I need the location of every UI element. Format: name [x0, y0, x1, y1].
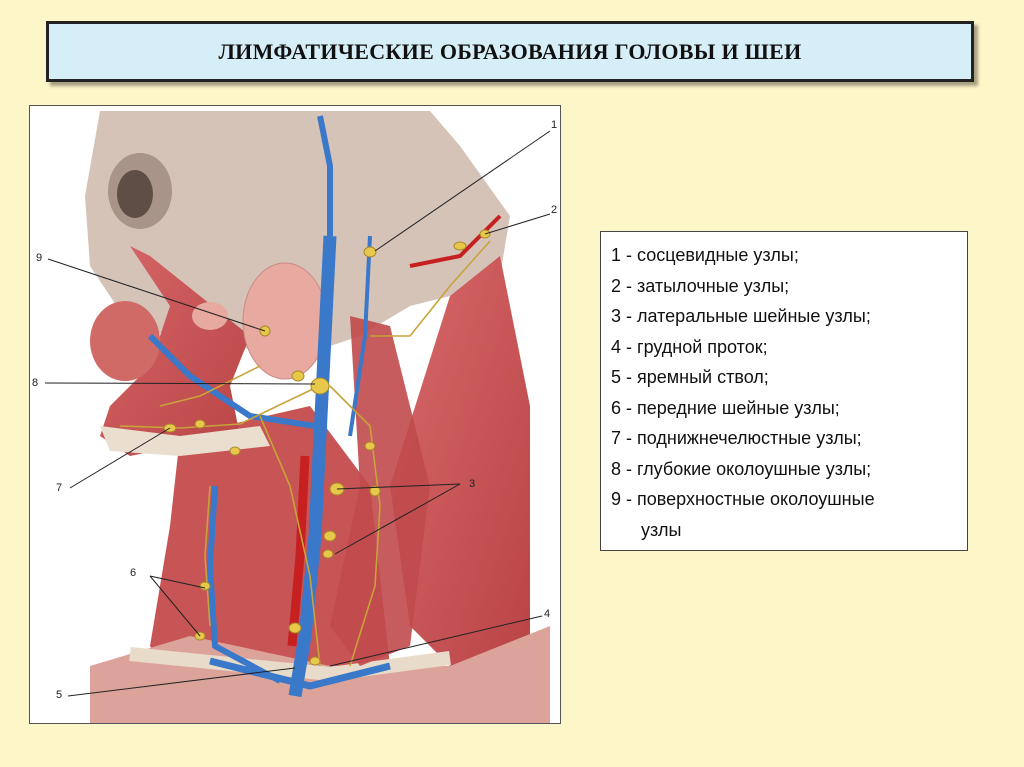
carotid-artery — [287, 455, 310, 647]
legend-item: 7 - поднижнечелюстные узлы; — [611, 428, 862, 448]
anatomy-figure: 1 2 3 4 5 6 7 8 9 — [29, 105, 561, 724]
page-title: ЛИМФАТИЧЕСКИЕ ОБРАЗОВАНИЯ ГОЛОВЫ И ШЕИ — [218, 38, 802, 64]
figure-label-7: 7 — [56, 482, 62, 494]
figure-label-6: 6 — [130, 567, 136, 579]
vein-anterior — [206, 485, 282, 684]
vein-external — [348, 235, 372, 437]
legend-item: 9 - поверхностные околоушные — [611, 489, 875, 509]
clavicle — [129, 647, 451, 682]
figure-label-9: 9 — [36, 252, 42, 264]
artery-occipital — [409, 214, 502, 268]
legend-item: 2 - затылочные узлы; — [611, 275, 790, 296]
parotid-gland — [242, 262, 328, 380]
legend-item: 8 - глубокие околоушные узлы; — [611, 458, 872, 479]
lips — [90, 301, 160, 381]
legend-box: 1 - сосцевидные узлы; 2 - затылочные узл… — [600, 231, 968, 551]
legend-item: 6 - передние шейные узлы; — [611, 397, 840, 418]
anatomy-illustration: 1 2 3 4 5 6 7 8 9 — [32, 111, 557, 723]
title-banner: ЛИМФАТИЧЕСКИЕ ОБРАЗОВАНИЯ ГОЛОВЫ И ШЕИ — [46, 21, 974, 82]
legend-item-continuation: узлы — [641, 519, 682, 540]
neck-front — [150, 406, 390, 706]
legend-item: 1 - сосцевидные узлы; — [611, 245, 799, 265]
jaw — [100, 426, 270, 456]
jugular-vein — [288, 235, 337, 698]
figure-label-2: 2 — [551, 204, 557, 216]
legend-item: 4 - грудной проток; — [611, 336, 768, 357]
legend-item: 3 - латеральные шейные узлы; — [611, 306, 871, 326]
face — [90, 226, 250, 456]
eye-socket — [117, 170, 153, 218]
vein-subclavian — [209, 657, 391, 690]
figure-label-4: 4 — [544, 608, 550, 620]
vein-facial — [147, 333, 316, 429]
parotid-accessory — [192, 302, 228, 330]
neck-back — [390, 256, 530, 666]
legend-item: 5 - яремный ствол; — [611, 367, 769, 387]
figure-label-8: 8 — [32, 377, 38, 389]
leader-lines — [44, 130, 551, 697]
figure-label-1: 1 — [551, 119, 557, 131]
figure-label-3: 3 — [469, 478, 475, 490]
vein-temporal — [317, 115, 333, 236]
figure-label-5: 5 — [56, 689, 62, 701]
lymph-vessels — [119, 240, 491, 667]
